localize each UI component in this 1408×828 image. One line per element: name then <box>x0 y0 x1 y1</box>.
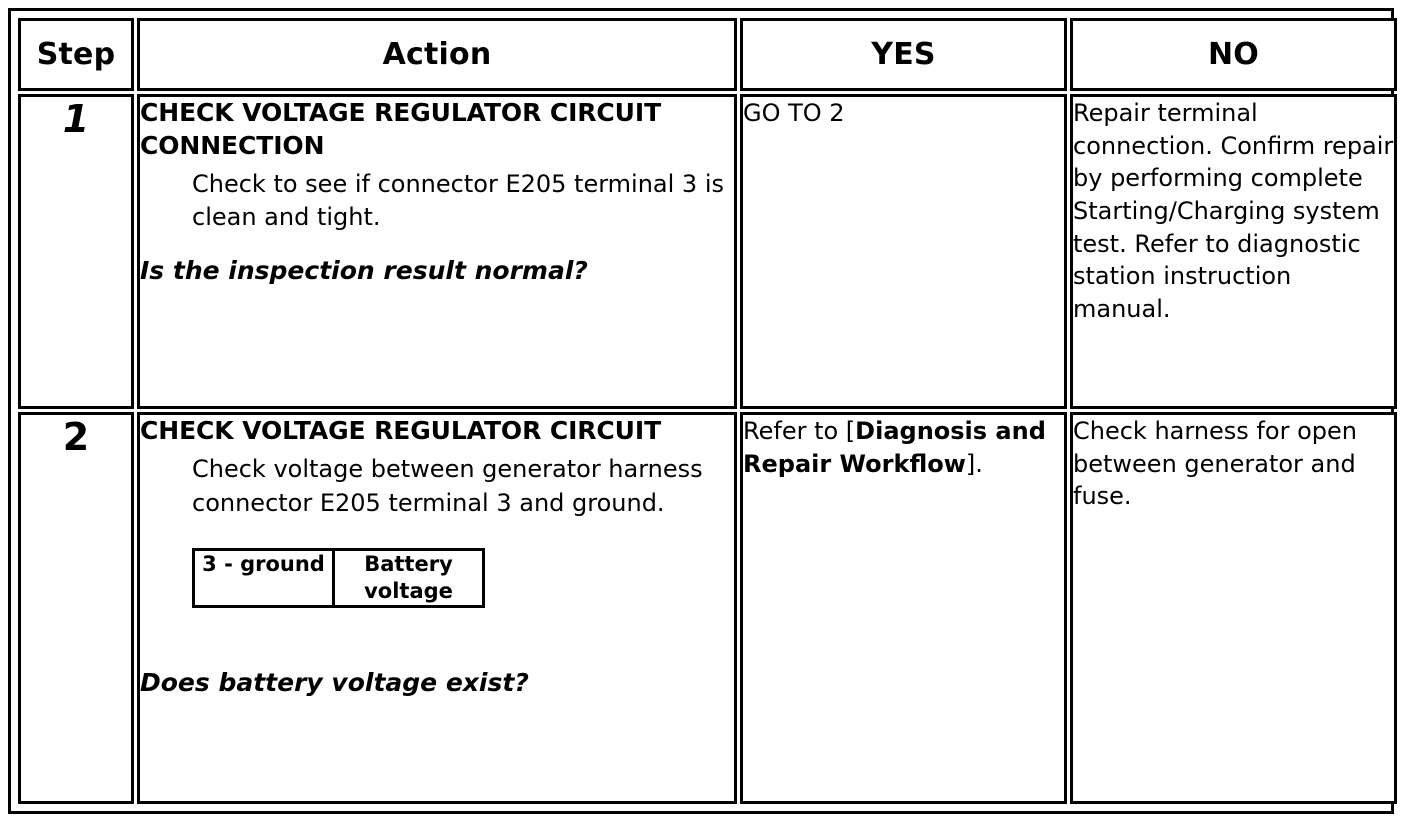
yes-text-before: Refer to [ <box>743 416 856 445</box>
column-header-step: Step <box>18 18 134 91</box>
action-question: Does battery voltage exist? <box>140 668 529 698</box>
yes-text: Refer to [Diagnosis and Repair Workflow]… <box>743 415 1064 480</box>
action-cell: CHECK VOLTAGE REGULATOR CIRCUIT Check vo… <box>137 411 737 804</box>
specification-table: 3 - ground Battery voltage <box>192 547 485 609</box>
action-title: CHECK VOLTAGE REGULATOR CIRCUIT CONNECTI… <box>140 98 662 160</box>
step-number: 1 <box>18 94 134 409</box>
column-header-no: NO <box>1070 18 1397 91</box>
table-header-row: Step Action YES NO <box>18 18 1397 91</box>
spacer <box>140 608 734 666</box>
yes-cell: GO TO 2 <box>740 94 1067 409</box>
action-cell: CHECK VOLTAGE REGULATOR CIRCUIT CONNECTI… <box>137 94 737 409</box>
diagnostic-table-frame: Step Action YES NO 1 CHECK VOLTAGE REGUL… <box>8 8 1397 814</box>
step-number: 2 <box>18 411 134 804</box>
yes-cell: Refer to [Diagnosis and Repair Workflow]… <box>740 411 1067 804</box>
spec-terminals: 3 - ground <box>192 547 335 609</box>
table-row: 1 CHECK VOLTAGE REGULATOR CIRCUIT CONNEC… <box>18 94 1397 409</box>
no-cell: Repair terminal connection. Confirm repa… <box>1070 94 1397 409</box>
column-header-yes: YES <box>740 18 1067 91</box>
action-question: Is the inspection result normal? <box>140 256 588 286</box>
no-text: Check harness for open between generator… <box>1073 416 1357 511</box>
no-cell: Check harness for open between generator… <box>1070 411 1397 804</box>
action-body: Check voltage between generator harness … <box>192 455 703 517</box>
table-row: 2 CHECK VOLTAGE REGULATOR CIRCUIT Check … <box>18 411 1397 804</box>
specification-row: 3 - ground Battery voltage <box>192 547 485 609</box>
yes-text: GO TO 2 <box>743 97 1064 130</box>
diagnostic-flow-table: Step Action YES NO 1 CHECK VOLTAGE REGUL… <box>15 15 1400 807</box>
action-title: CHECK VOLTAGE REGULATOR CIRCUIT <box>140 415 662 445</box>
yes-text-bold: Diagnosis and Repair Workflow <box>743 416 1046 478</box>
column-header-action: Action <box>137 18 737 91</box>
yes-text-after: ]. <box>965 449 983 478</box>
no-text: Repair terminal connection. Confirm repa… <box>1073 99 1394 323</box>
action-body: Check to see if connector E205 terminal … <box>192 170 724 232</box>
yes-text-before: GO TO 2 <box>743 99 845 127</box>
spec-value: Battery voltage <box>332 547 485 609</box>
